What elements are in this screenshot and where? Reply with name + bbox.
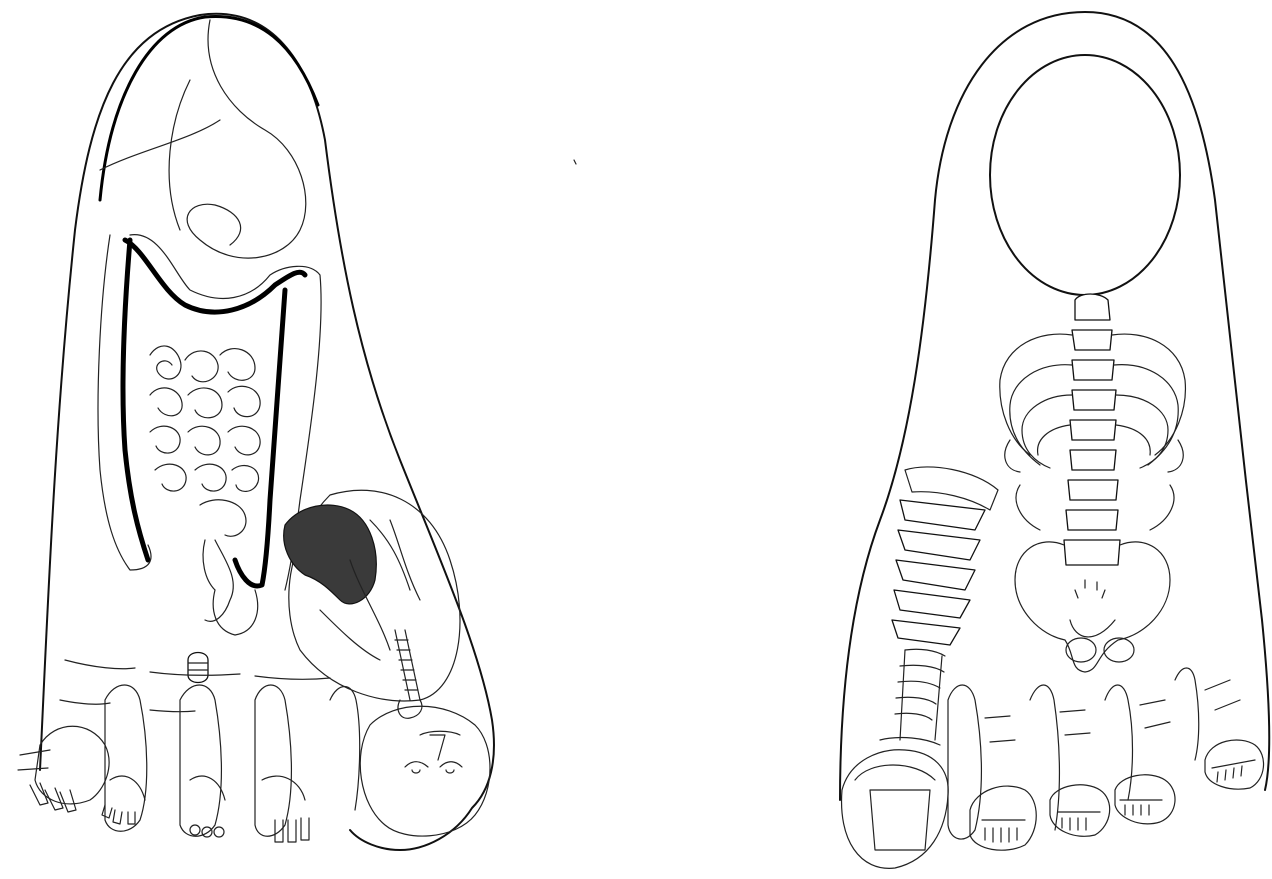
left-foot-outline bbox=[40, 14, 494, 850]
face bbox=[360, 706, 490, 836]
hand-3 bbox=[190, 776, 225, 837]
stray-mark bbox=[574, 160, 576, 164]
colon-ascending bbox=[123, 240, 148, 560]
kidney-symbol bbox=[188, 653, 208, 683]
hand-4 bbox=[262, 776, 309, 842]
skull bbox=[842, 738, 949, 869]
stomach-inner bbox=[169, 80, 190, 230]
hand-1 bbox=[18, 750, 76, 812]
right-toes bbox=[948, 668, 1264, 850]
left-foot bbox=[18, 14, 494, 850]
stomach bbox=[187, 20, 306, 258]
cervical-spine bbox=[892, 467, 998, 740]
left-toes bbox=[18, 653, 360, 843]
hand-2 bbox=[102, 776, 145, 824]
trachea bbox=[395, 630, 420, 700]
small-intestine bbox=[150, 346, 260, 536]
head-oval bbox=[990, 55, 1180, 295]
lung-region bbox=[284, 490, 460, 718]
liver-edge bbox=[100, 120, 220, 170]
cecum bbox=[203, 540, 233, 621]
right-foot bbox=[840, 12, 1269, 868]
bladder bbox=[213, 590, 257, 635]
left-foot-heel-arc bbox=[100, 17, 318, 200]
